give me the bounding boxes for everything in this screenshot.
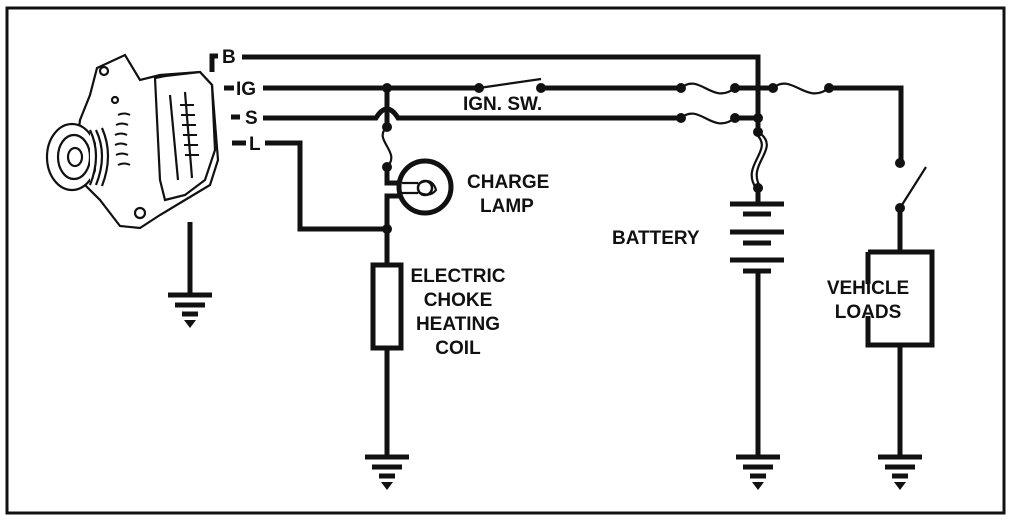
choke-label-line4: COIL <box>435 338 481 359</box>
l-wire <box>265 140 387 232</box>
charge-lamp-icon <box>396 158 454 216</box>
choke-coil-resistor <box>370 262 404 351</box>
ig-wire <box>263 77 927 252</box>
terminal-ig-label: IG <box>236 79 256 100</box>
battery-icon <box>730 127 784 457</box>
terminal-b-label: B <box>222 47 236 68</box>
vehicle-loads-label-line1: VEHICLE <box>827 278 909 299</box>
ground-icon <box>878 454 922 490</box>
ground-icon <box>736 454 780 490</box>
grounds <box>168 292 922 490</box>
choke-label-line2: CHOKE <box>424 290 493 311</box>
charge-lamp-label-line2: LAMP <box>480 196 534 217</box>
choke-label-line3: HEATING <box>416 314 500 335</box>
vehicle-loads-label-line2: LOADS <box>835 302 902 323</box>
terminal-s-label: S <box>245 108 258 129</box>
ground-icon <box>365 454 409 490</box>
ignition-switch-label: IGN. SW. <box>463 94 542 115</box>
choke-coil-label: ELECTRIC CHOKE HEATING COIL <box>411 266 506 359</box>
terminal-l-label: L <box>249 134 261 155</box>
alternator-icon <box>45 53 220 230</box>
vehicle-loads-box <box>865 249 935 348</box>
b-wire <box>242 54 761 132</box>
charge-lamp-label-line1: CHARGE <box>467 172 549 193</box>
frame <box>5 6 1006 515</box>
choke-label-line1: ELECTRIC <box>411 266 506 287</box>
battery-label: BATTERY <box>612 228 700 249</box>
ground-icon <box>168 292 212 328</box>
